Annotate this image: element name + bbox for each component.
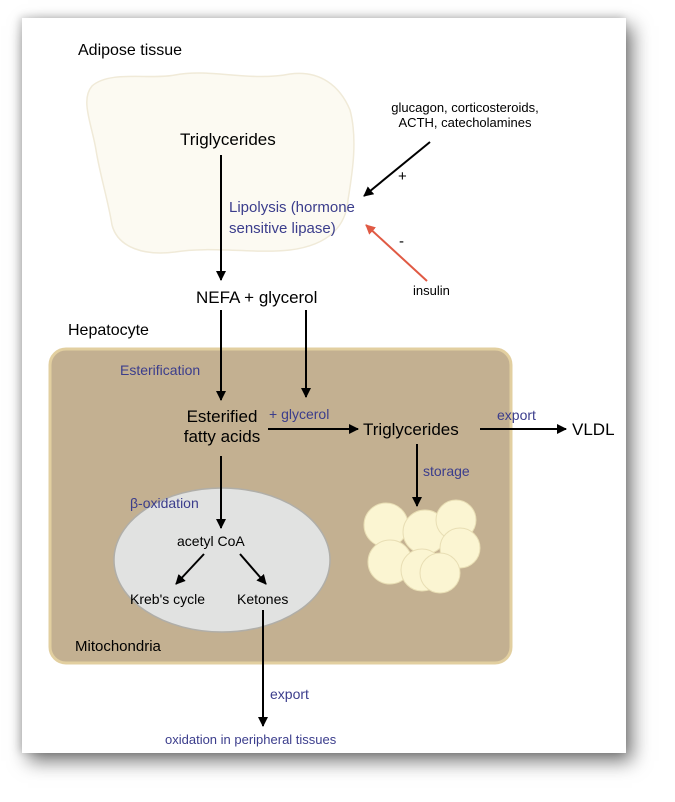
esterification-label: Esterification bbox=[120, 362, 201, 378]
ketones-label: Ketones bbox=[237, 591, 289, 607]
plus-glycerol-label: + glycerol bbox=[269, 406, 330, 422]
beta-oxidation-label: β-oxidation bbox=[130, 495, 199, 511]
arrow-acetylcoa-to-ketones bbox=[239, 553, 267, 585]
mitochondria-label: Mitochondria bbox=[75, 638, 161, 655]
stimulation-sign: + bbox=[398, 168, 407, 185]
lipolysis-label: Lipolysis (hormone sensitive lipase) bbox=[229, 199, 355, 238]
export-vldl-label: export bbox=[497, 407, 536, 423]
arrow-insulin-inhibition bbox=[365, 224, 428, 282]
hepatocyte-label: Hepatocyte bbox=[68, 322, 149, 339]
adipose-tissue-label: Adipose tissue bbox=[78, 42, 183, 59]
arrow-hormones-to-lipolysis bbox=[363, 141, 431, 197]
lipolysis-line-1: Lipolysis (hormone bbox=[229, 199, 355, 216]
nefa-glycerol-label: NEFA + glycerol bbox=[196, 288, 318, 307]
triglycerides-adipose-label: Triglycerides bbox=[180, 130, 276, 149]
acetyl-coa-label: acetyl CoA bbox=[177, 533, 245, 549]
fat-droplet bbox=[419, 552, 461, 594]
esterified-line-2: fatty acids bbox=[183, 426, 261, 446]
triglycerides-liver-label: Triglycerides bbox=[363, 420, 459, 439]
storage-label: storage bbox=[423, 463, 470, 479]
oxidation-peripheral-label: oxidation in peripheral tissues bbox=[165, 732, 337, 747]
lipolysis-line-2: sensitive lipase) bbox=[229, 220, 336, 238]
arrow-acetylcoa-to-krebs bbox=[175, 553, 205, 585]
export-ketones-label: export bbox=[270, 686, 309, 702]
insulin-label: insulin bbox=[413, 283, 450, 298]
vldl-label: VLDL bbox=[572, 420, 615, 439]
inhibition-sign: - bbox=[399, 233, 404, 250]
fat-droplets bbox=[363, 499, 481, 594]
hormones-label: glucagon, corticosteroids, ACTH, catecho… bbox=[370, 100, 560, 131]
krebs-cycle-label: Kreb's cycle bbox=[130, 591, 206, 607]
hormones-line-1: glucagon, corticosteroids, bbox=[391, 100, 539, 115]
esterified-line-1: Esterified bbox=[186, 407, 258, 426]
hormones-line-2: ACTH, catecholamines bbox=[398, 114, 532, 130]
esterified-fatty-acids-label: Esterified fatty acids bbox=[170, 407, 274, 446]
